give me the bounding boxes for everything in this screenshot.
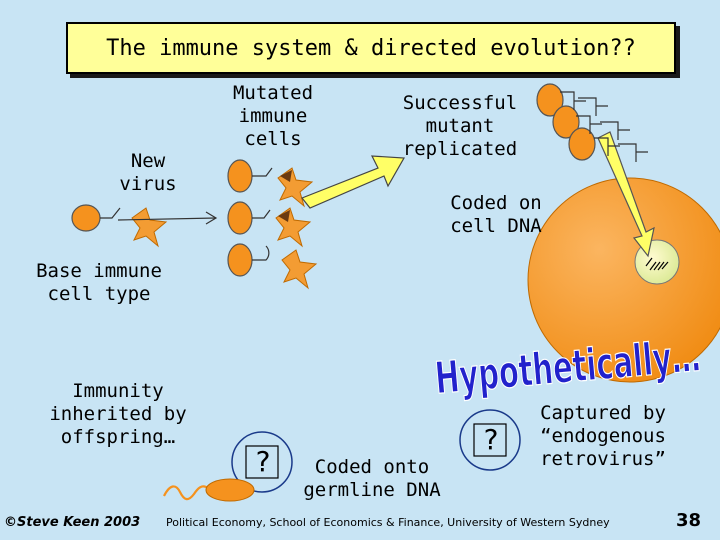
selection-arrow xyxy=(301,155,405,209)
arrow-to-nucleus xyxy=(597,131,655,258)
replicated-cells xyxy=(536,83,596,161)
mutated-receptors xyxy=(252,167,273,261)
copyright: ©Steve Keen 2003 xyxy=(4,515,141,530)
mutated-cells xyxy=(227,159,253,277)
hypothetically-text: Hypothetically… xyxy=(433,331,702,405)
label-successful-mutant: Successful mutant replicated xyxy=(402,92,518,160)
receptor-shapes xyxy=(560,91,648,162)
virus-shape-1 xyxy=(131,207,168,248)
question-circle-right xyxy=(459,409,521,471)
question-circle-left xyxy=(231,431,293,493)
question-mark-right: ? xyxy=(483,423,499,456)
hypothetically-wordart: Hypothetically… xyxy=(432,330,703,405)
base-cell xyxy=(71,204,121,232)
label-captured-by-retrovirus: Captured by “endogenous retrovirus” xyxy=(540,402,666,470)
label-mutated-cells: Mutated immune cells xyxy=(232,82,314,150)
title-box: The immune system & directed evolution?? xyxy=(66,22,676,74)
sperm-cell xyxy=(163,478,255,502)
label-base-immune-cell: Base immune cell type xyxy=(36,260,162,305)
affiliation: Political Economy, School of Economics &… xyxy=(166,516,610,529)
slide-title: The immune system & directed evolution?? xyxy=(106,35,636,61)
label-new-virus: New virus xyxy=(119,150,177,195)
page-number: 38 xyxy=(676,510,702,531)
large-cell xyxy=(527,177,720,383)
label-coded-onto-germline: Coded onto germline DNA xyxy=(303,456,441,501)
virus-shapes-mutants xyxy=(275,167,318,290)
virus-dark-tips xyxy=(278,170,292,222)
question-mark-left: ? xyxy=(255,445,271,478)
label-coded-on-cell-dna: Coded on cell DNA xyxy=(450,192,542,237)
arrow-to-mutants xyxy=(117,211,218,225)
label-immunity-inherited: Immunity inherited by offspring… xyxy=(49,380,187,448)
